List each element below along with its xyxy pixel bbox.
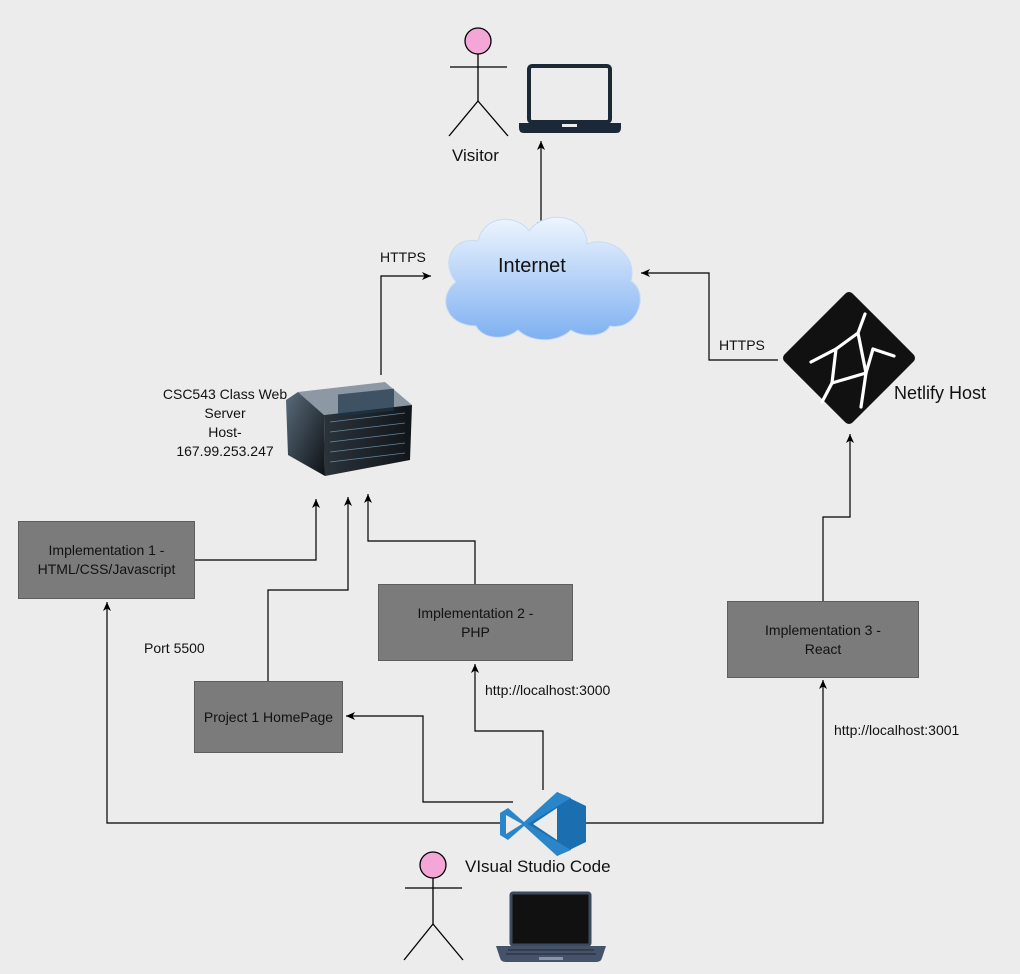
implementation-2-box: Implementation 2 - PHP [378,584,573,661]
edge-netlify-internet [641,269,778,361]
localhost-3001-label: http://localhost:3001 [834,722,960,738]
edge-impl2-server [364,494,476,584]
implementation-1-box: Implementation 1 - HTML/CSS/Javascript [18,521,195,599]
web-server-icon [286,382,412,476]
edge-vscode-impl3 [586,680,827,824]
edge-vscode-impl2 [471,664,544,790]
edge-impl3-netlify [822,434,854,601]
netlify-logo-icon [783,292,915,424]
internet-label: Internet [498,255,566,277]
developer-actor-icon [403,851,464,961]
edge-impl1-server [195,499,320,561]
developer-laptop-icon [496,891,606,962]
implementation-3-label: Implementation 3 - React [765,621,881,657]
https-server-label: HTTPS [380,249,426,265]
edge-vscode-impl1 [103,602,502,824]
vscode-logo-icon [500,792,586,856]
port-label: Port 5500 [144,640,205,656]
visitor-actor-icon [448,27,509,137]
visitor-label: Visitor [452,146,499,165]
implementation-2-label: Implementation 2 - PHP [417,604,534,640]
server-line-4: 167.99.253.247 [176,443,274,459]
https-netlify-label: HTTPS [719,337,765,353]
implementation-1-label: Implementation 1 - HTML/CSS/Javascript [37,542,176,577]
web-server-label: CSC543 Class Web Server Host- 167.99.253… [140,385,310,461]
server-line-2: Server [204,405,246,421]
localhost-3000-label: http://localhost:3000 [485,682,611,698]
edge-vscode-homepage [346,712,513,803]
vscode-label: VIsual Studio Code [465,857,611,876]
server-line-1: CSC543 Class Web [162,386,288,402]
server-line-3: Host- [208,424,242,440]
netlify-host-label: Netlify Host [894,383,987,403]
visitor-laptop-icon [519,64,621,133]
edge-homepage-server [267,497,352,681]
edge-server-internet [380,272,431,375]
project-homepage-box: Project 1 HomePage [194,681,343,753]
internet-cloud-icon [445,216,641,341]
project-homepage-label: Project 1 HomePage [203,708,334,725]
implementation-3-box: Implementation 3 - React [727,601,919,678]
